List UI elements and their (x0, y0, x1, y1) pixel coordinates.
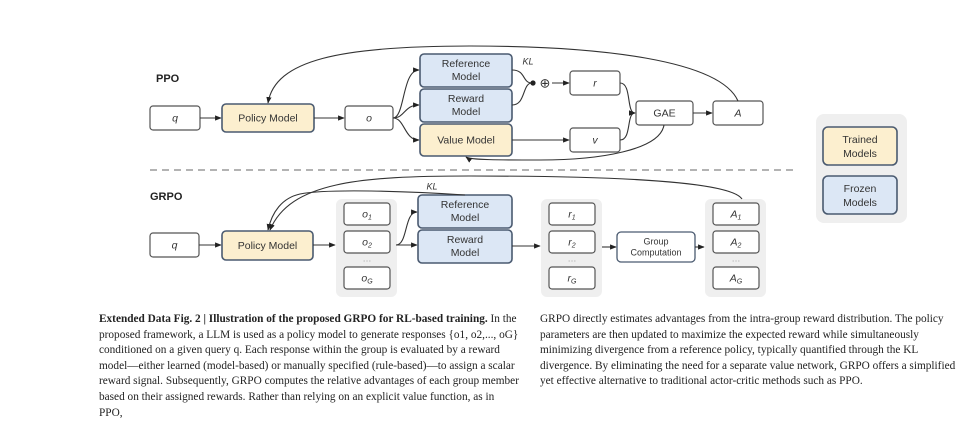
caption-left-text: In the proposed framework, a LLM is used… (99, 313, 519, 419)
legend-frozen-line1: Frozen (844, 183, 877, 195)
grpo-policy-model-label: Policy Model (238, 240, 298, 252)
ppo-reward-box: r (569, 70, 621, 96)
ppo-output-box: o (344, 105, 394, 131)
ppo-kl-label: KL (522, 56, 533, 66)
svg-text:r2: r2 (568, 236, 576, 249)
grpo-reward-model: Reward Model (417, 229, 513, 264)
edge-gae-value-feedback (465, 124, 665, 163)
ppo-value-model: Value Model (419, 123, 513, 157)
svg-text:r1: r1 (568, 208, 576, 221)
ppo-reward-model-line1: Reward (448, 93, 484, 105)
edge-o-reward (392, 102, 420, 119)
ppo-gae-box: GAE (635, 100, 694, 126)
edge-outputs-reference (395, 209, 418, 246)
sum-icon: ⊕ (540, 75, 551, 90)
grpo-output-g: oG (343, 266, 391, 290)
grpo-advantage-ellipsis: … (732, 253, 741, 263)
ppo-reference-model: Reference Model (419, 53, 513, 88)
grpo-section-label: GRPO (150, 191, 183, 203)
figure-label: Extended Data Fig. 2 | Illustration of t… (99, 313, 488, 325)
grpo-advantage-1: A1 (712, 202, 760, 226)
legend-frozen-line2: Models (843, 197, 877, 209)
grpo-reference-model-line1: Reference (441, 199, 490, 211)
edge-o-value (392, 117, 420, 143)
svg-text:o2: o2 (362, 236, 372, 249)
grpo-output-2: o2 (343, 230, 391, 254)
merge-dot-icon (530, 80, 536, 86)
group-computation-line1: Group (643, 236, 668, 246)
edge-r-gae (619, 82, 636, 116)
grpo-outputs-group: o1 o2 … oG (336, 199, 397, 297)
legend-trained-models: Trained Models (822, 126, 898, 166)
grpo-reward-g: rG (548, 266, 596, 290)
grpo-reward-1: r1 (548, 202, 596, 226)
ppo-query-box: q (149, 105, 201, 131)
caption-right-column: GRPO directly estimates advantages from … (540, 312, 960, 390)
edge-reward-merge (511, 82, 533, 106)
grpo-reference-model-line2: Model (451, 212, 480, 224)
legend-trained-line2: Models (843, 148, 877, 160)
svg-text:A2: A2 (730, 236, 742, 249)
grpo-reward-ellipsis: … (568, 253, 577, 263)
grpo-kl-label: KL (426, 181, 437, 191)
grpo-query-box: q (149, 232, 200, 258)
legend: Trained Models Frozen Models (816, 114, 907, 223)
grpo-advantage-2: A2 (712, 230, 760, 254)
legend-trained-line1: Trained (842, 134, 877, 146)
edge-o-reference (392, 67, 420, 119)
ppo-advantage-label: A (733, 107, 741, 119)
svg-text:A1: A1 (730, 208, 742, 221)
grpo-advantage-g: AG (712, 266, 760, 290)
ppo-value-model-label: Value Model (437, 134, 495, 146)
edge-grpo-advantage-policy-feedback (269, 175, 743, 231)
grpo-policy-model: Policy Model (221, 230, 314, 261)
caption-left-column: Extended Data Fig. 2 | Illustration of t… (99, 312, 519, 421)
svg-text:AG: AG (729, 272, 743, 285)
svg-text:o1: o1 (362, 208, 372, 221)
grpo-rewards-group: r1 r2 … rG (541, 199, 602, 297)
ppo-section-label: PPO (156, 73, 180, 85)
edge-v-gae (619, 110, 636, 141)
ppo-reference-model-line1: Reference (442, 58, 491, 70)
grpo-reference-model: Reference Model (417, 194, 513, 229)
ppo-reward-label: r (593, 77, 597, 89)
grpo-reward-model-line2: Model (451, 247, 480, 259)
grpo-query-label: q (172, 239, 178, 251)
ppo-value-label: v (592, 134, 598, 146)
ppo-reward-model: Reward Model (419, 88, 513, 123)
ppo-policy-model: Policy Model (221, 103, 315, 133)
grpo-ppo-diagram: PPO q Policy Model o Reference Model Rew… (149, 45, 907, 297)
legend-frozen-models: Frozen Models (822, 175, 898, 215)
ppo-output-label: o (366, 112, 372, 124)
ppo-policy-model-label: Policy Model (238, 112, 298, 124)
ppo-advantage-box: A (712, 100, 764, 126)
grpo-advantages-group: A1 A2 … AG (705, 199, 766, 297)
grpo-group-computation: Group Computation (616, 231, 696, 263)
ppo-reference-model-line2: Model (452, 71, 481, 83)
grpo-reward-2: r2 (548, 230, 596, 254)
edge-reference-merge (511, 69, 533, 84)
grpo-reward-model-line1: Reward (447, 234, 483, 246)
ppo-query-label: q (172, 112, 178, 124)
svg-text:oG: oG (361, 272, 373, 285)
grpo-output-1: o1 (343, 202, 391, 226)
caption-right-text: GRPO directly estimates advantages from … (540, 313, 956, 388)
ppo-value-box: v (569, 127, 621, 153)
ppo-reward-model-line2: Model (452, 106, 481, 118)
ppo-gae-label: GAE (653, 107, 675, 119)
grpo-output-ellipsis: … (363, 253, 372, 263)
edge-a-policy-feedback (266, 45, 739, 104)
group-computation-line2: Computation (630, 247, 681, 257)
svg-text:rG: rG (568, 272, 578, 285)
